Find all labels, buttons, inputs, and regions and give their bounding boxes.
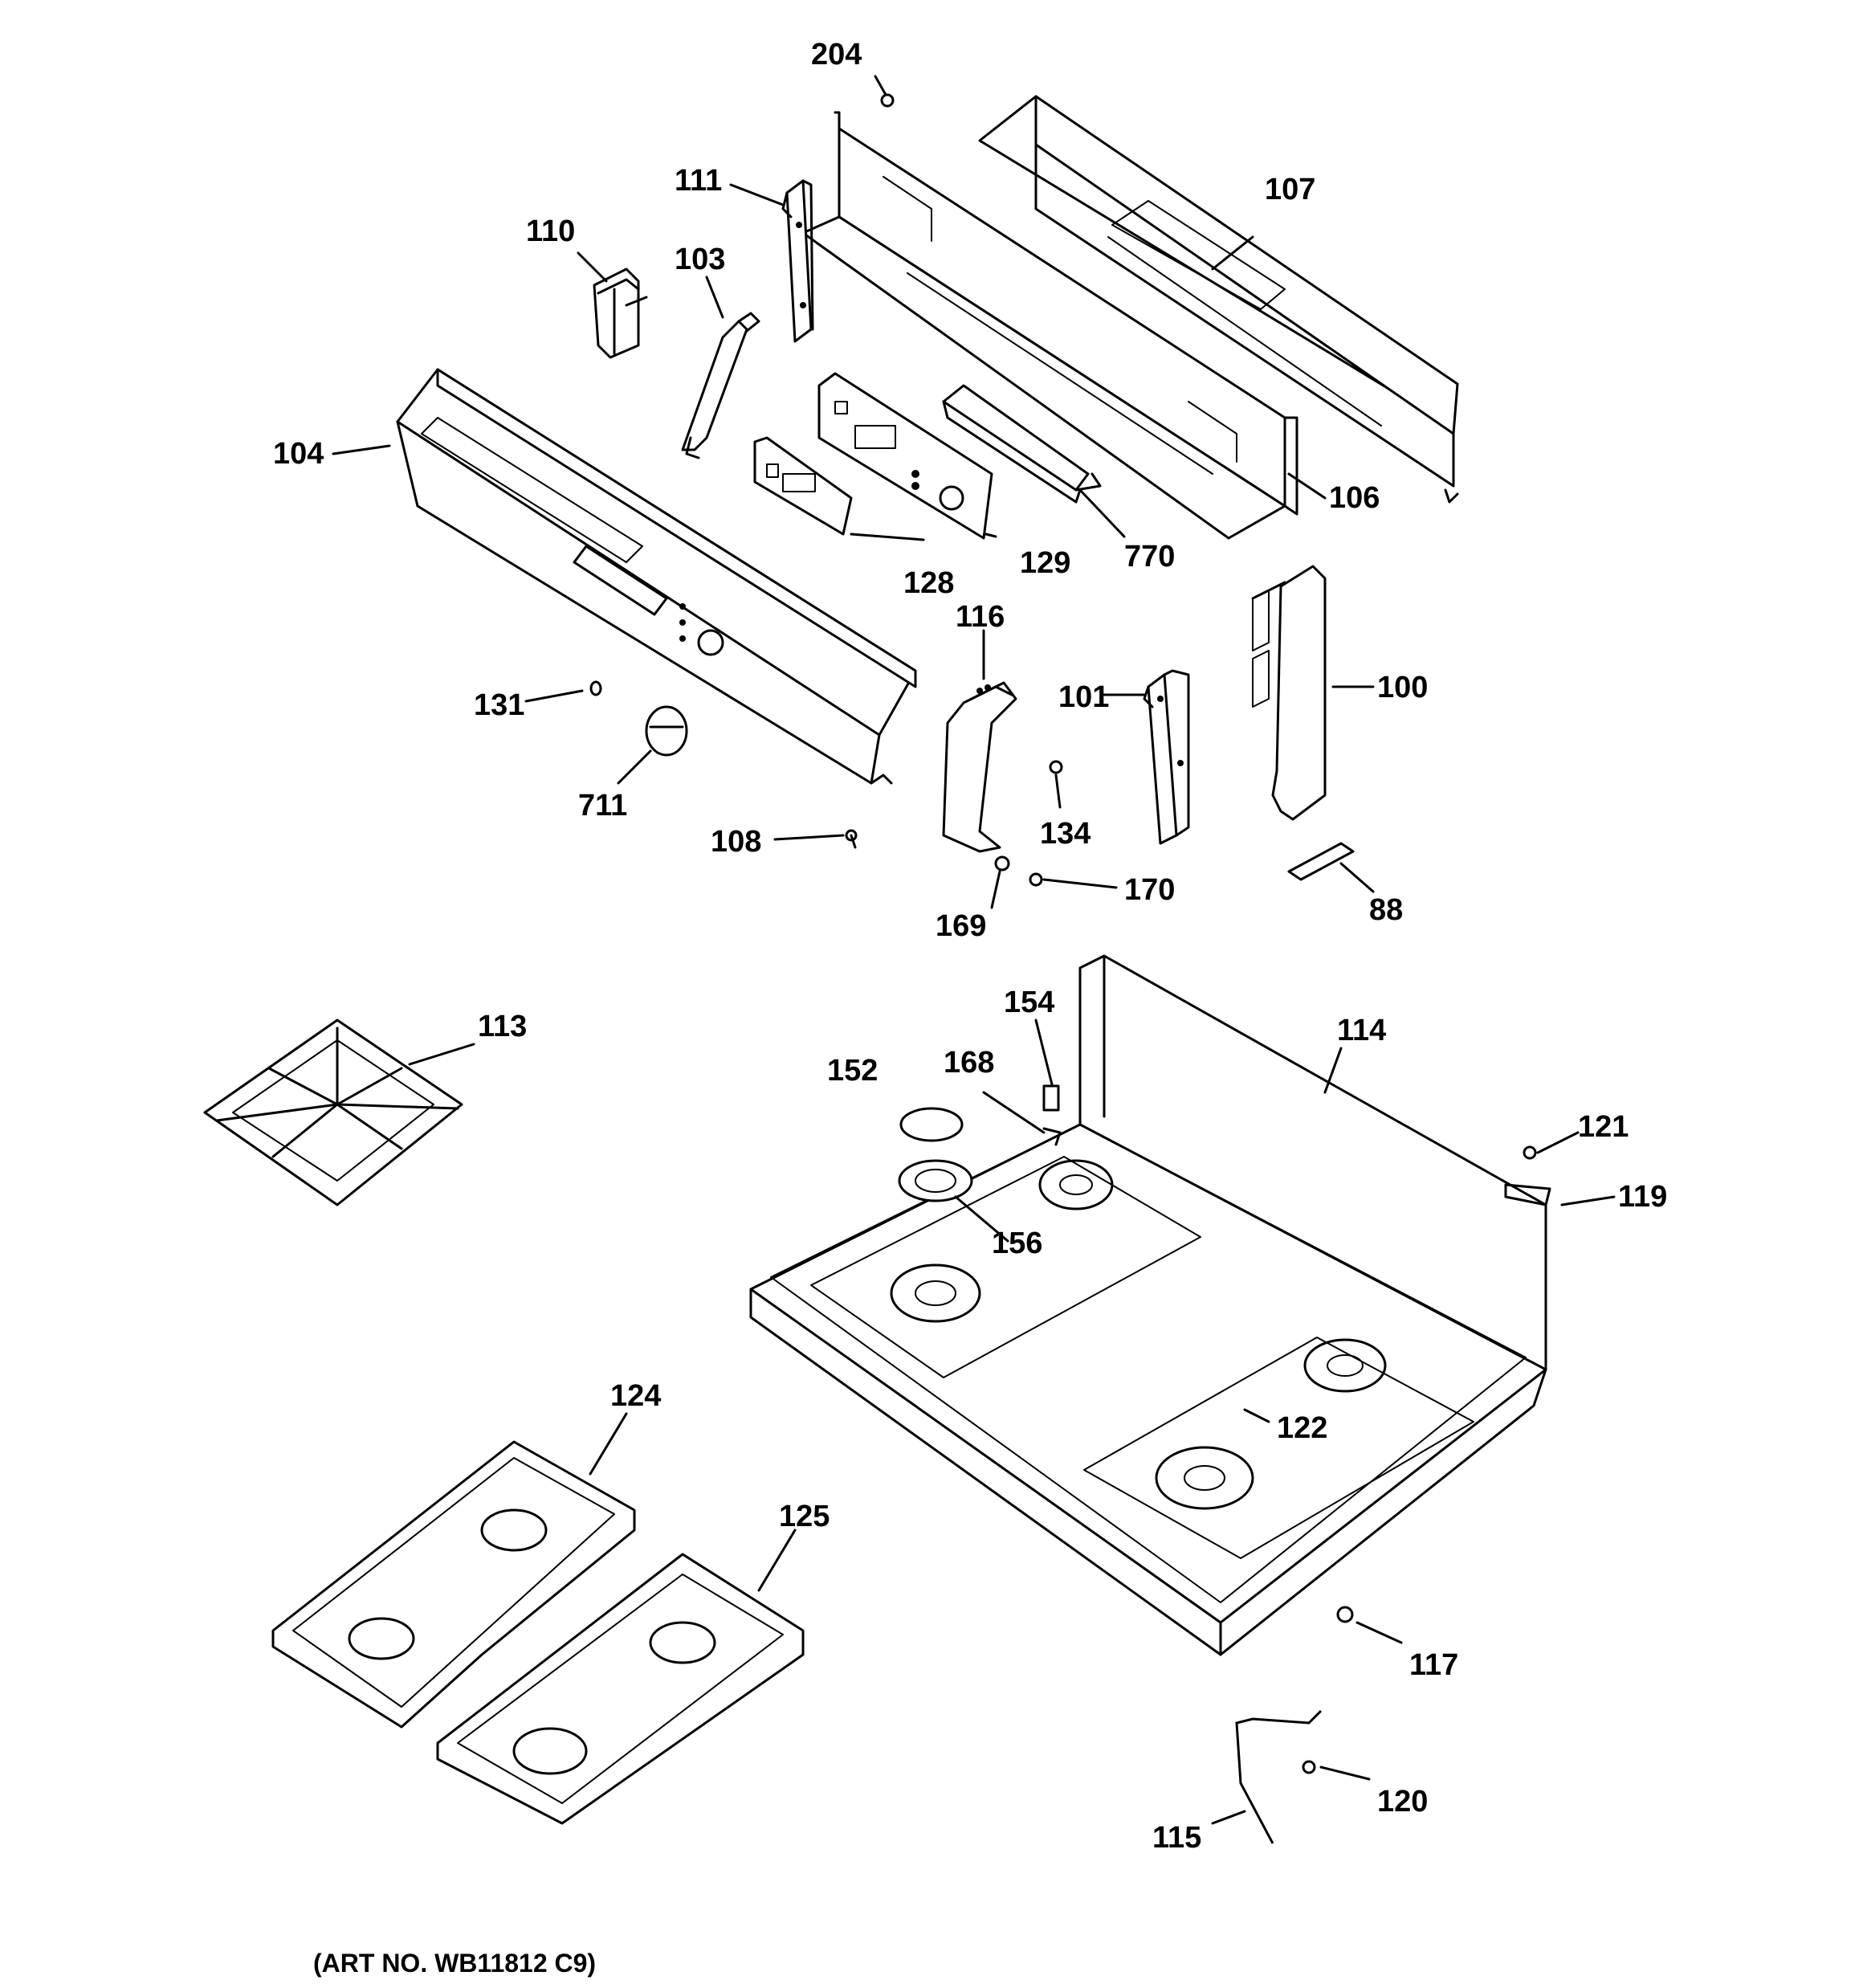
part-156-burner-head [898,1159,973,1202]
callout-119: 119 [1618,1180,1667,1214]
part-103-bracket [681,312,760,459]
part-110-switch [593,267,648,359]
part-152-cap [899,1107,964,1142]
callout-114: 114 [1337,1014,1386,1047]
part-129-control-board [817,372,993,540]
part-117-nut [1336,1606,1354,1623]
part-116-end-cap [942,681,1017,853]
callout-124: 124 [610,1379,661,1413]
part-106-manifold-panel [801,111,1298,540]
part-168-holder [1042,1127,1062,1146]
callout-111: 111 [675,164,722,198]
part-124-drip-pan [271,1440,636,1729]
art-number: (ART NO. WB11812 C9) [313,1949,596,1978]
part-114-cooktop [749,954,1547,1656]
part-125-drip-pan [436,1553,805,1825]
part-88-bracket [1287,842,1355,881]
callout-101: 101 [1058,680,1109,714]
burner-parts [898,1084,1062,1202]
callout-711: 711 [578,789,627,823]
part-115-tube [1235,1709,1323,1844]
callout-117: 117 [1409,1648,1458,1682]
callout-104: 104 [273,437,324,471]
callout-120: 120 [1377,1785,1428,1819]
part-134-screw [1049,760,1063,774]
callout-154: 154 [1004,986,1054,1019]
callout-107: 107 [1265,173,1315,206]
part-113-grate [203,1018,463,1206]
callout-labels: 204 107 111 110 103 104 106 770 129 128 … [273,38,1667,1978]
callout-106: 106 [1329,481,1380,515]
part-120-screw [1302,1760,1316,1774]
part-128-overlay [753,436,853,536]
callout-204: 204 [811,38,862,71]
part-154-igniter [1042,1084,1060,1112]
leader-lines [332,75,1616,1825]
callout-116: 116 [956,600,1005,634]
part-170-screw [1029,872,1043,887]
callout-129: 129 [1020,546,1070,580]
part-111-bracket [781,179,814,343]
part-104-control-panel [396,368,917,785]
callout-110: 110 [526,214,575,248]
callout-128: 128 [903,566,954,600]
callout-156: 156 [992,1227,1042,1260]
callout-152: 152 [827,1054,878,1088]
callout-168: 168 [944,1046,994,1080]
part-121-screw [1523,1145,1537,1160]
callout-113: 113 [478,1010,527,1043]
callout-115: 115 [1152,1821,1201,1855]
callout-108: 108 [711,825,761,859]
part-100-end-cap [1251,565,1327,821]
callout-121: 121 [1578,1110,1629,1144]
callout-122: 122 [1277,1411,1327,1445]
callout-88: 88 [1369,893,1403,927]
part-131-lens [589,680,602,696]
callout-134: 134 [1040,817,1090,851]
callout-103: 103 [675,243,725,276]
callout-170: 170 [1124,873,1175,907]
callout-131: 131 [474,688,524,722]
part-108-screw [850,834,857,849]
callout-169: 169 [936,909,986,943]
part-169-washer [994,855,1010,872]
callout-125: 125 [779,1500,830,1533]
callout-770: 770 [1124,540,1175,574]
part-770-cover [942,384,1102,504]
part-101-bracket [1143,669,1190,845]
callout-100: 100 [1377,671,1428,704]
part-711-knob [645,705,688,757]
part-204-screw [880,93,895,108]
part-107-rear-trim [978,95,1459,504]
